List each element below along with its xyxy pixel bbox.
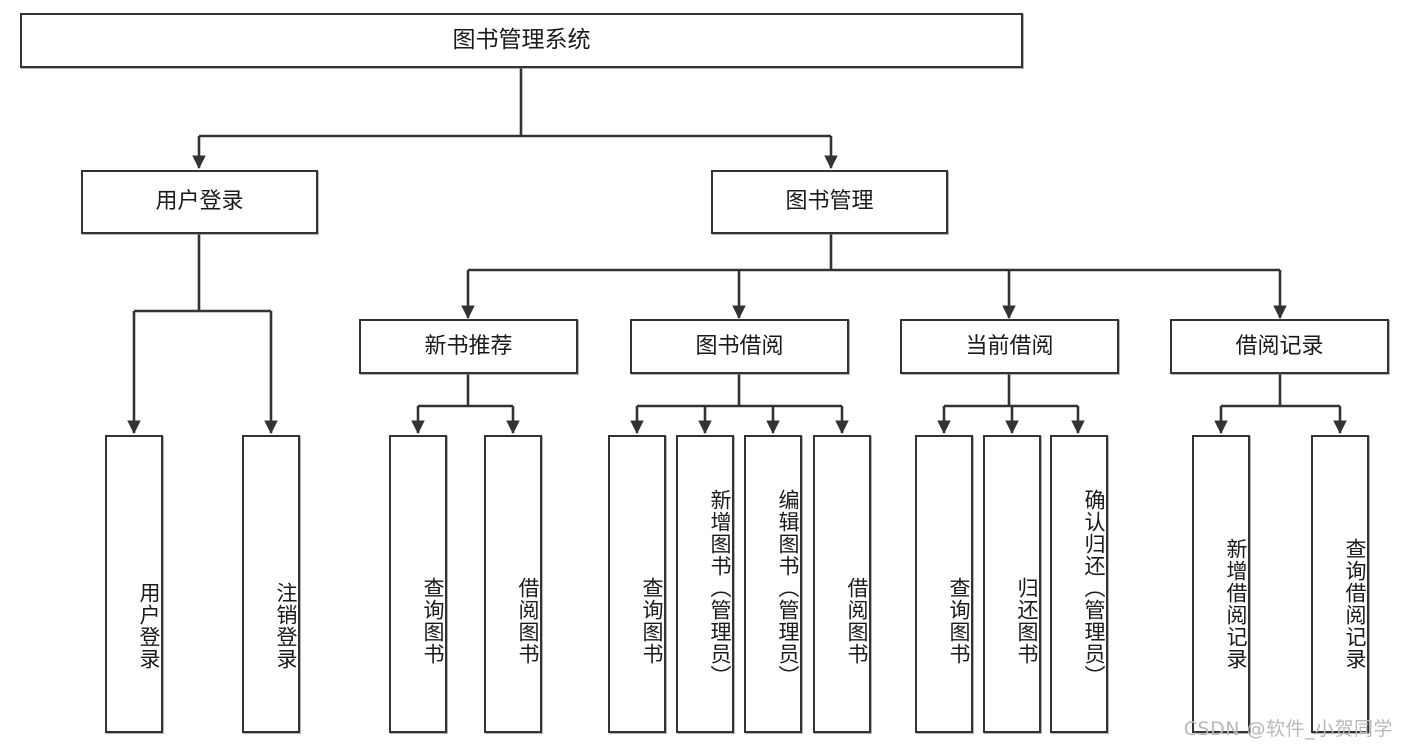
leaf-user-login-login[interactable]: 用户登录 xyxy=(105,435,163,733)
node-book-management[interactable]: 图书管理 xyxy=(711,170,948,234)
leaf-new-book-borrow-book[interactable]: 借阅图书 xyxy=(484,435,542,733)
node-book-borrow[interactable]: 图书借阅 xyxy=(630,319,849,374)
node-label: 查询图书 xyxy=(421,577,445,665)
node-label: 归还图书 xyxy=(1015,577,1039,665)
leaf-borrow-record-query-record[interactable]: 查询借阅记录 xyxy=(1311,435,1369,733)
leaf-current-borrow-return-book[interactable]: 归还图书 xyxy=(983,435,1041,733)
node-label: 新书推荐 xyxy=(424,333,513,359)
node-label: 借阅记录 xyxy=(1235,333,1324,359)
node-root-book-management-system[interactable]: 图书管理系统 xyxy=(20,13,1023,68)
csdn-watermark: CSDN @软件_小贺同学 xyxy=(1183,718,1393,740)
leaf-book-borrow-query-book[interactable]: 查询图书 xyxy=(608,435,666,733)
leaf-book-borrow-edit-book-admin[interactable]: 编辑图书（管理员） xyxy=(744,435,802,733)
node-label: 图书管理系统 xyxy=(452,26,591,53)
node-label: 编辑图书（管理员） xyxy=(776,489,800,687)
leaf-borrow-record-add-record[interactable]: 新增借阅记录 xyxy=(1192,435,1250,733)
node-label: 注销登录 xyxy=(274,582,298,670)
node-user-login[interactable]: 用户登录 xyxy=(81,170,318,234)
leaf-current-borrow-query-book[interactable]: 查询图书 xyxy=(915,435,973,733)
node-label: 查询图书 xyxy=(947,577,971,665)
leaf-book-borrow-borrow-book[interactable]: 借阅图书 xyxy=(813,435,871,733)
node-label: 借阅图书 xyxy=(516,577,540,665)
node-label: 用户登录 xyxy=(155,189,244,215)
node-label: 确认归还（管理员） xyxy=(1082,489,1106,687)
node-label: 新增借阅记录 xyxy=(1224,538,1248,670)
node-label: 查询图书 xyxy=(640,577,664,665)
node-label: 图书管理 xyxy=(785,189,874,215)
node-label: 借阅图书 xyxy=(845,577,869,665)
leaf-new-book-query-book[interactable]: 查询图书 xyxy=(389,435,447,733)
leaf-book-borrow-add-book-admin[interactable]: 新增图书（管理员） xyxy=(676,435,734,733)
node-new-book-recommend[interactable]: 新书推荐 xyxy=(359,319,578,374)
leaf-user-login-logout[interactable]: 注销登录 xyxy=(242,435,300,733)
node-borrow-record[interactable]: 借阅记录 xyxy=(1170,319,1389,374)
node-label: 当前借阅 xyxy=(965,333,1054,359)
node-label: 新增图书（管理员） xyxy=(708,489,732,687)
node-label: 用户登录 xyxy=(137,582,161,670)
node-current-borrow[interactable]: 当前借阅 xyxy=(900,319,1119,374)
node-label: 查询借阅记录 xyxy=(1343,538,1367,670)
node-label: 图书借阅 xyxy=(695,333,784,359)
leaf-current-borrow-confirm-return-admin[interactable]: 确认归还（管理员） xyxy=(1050,435,1108,733)
